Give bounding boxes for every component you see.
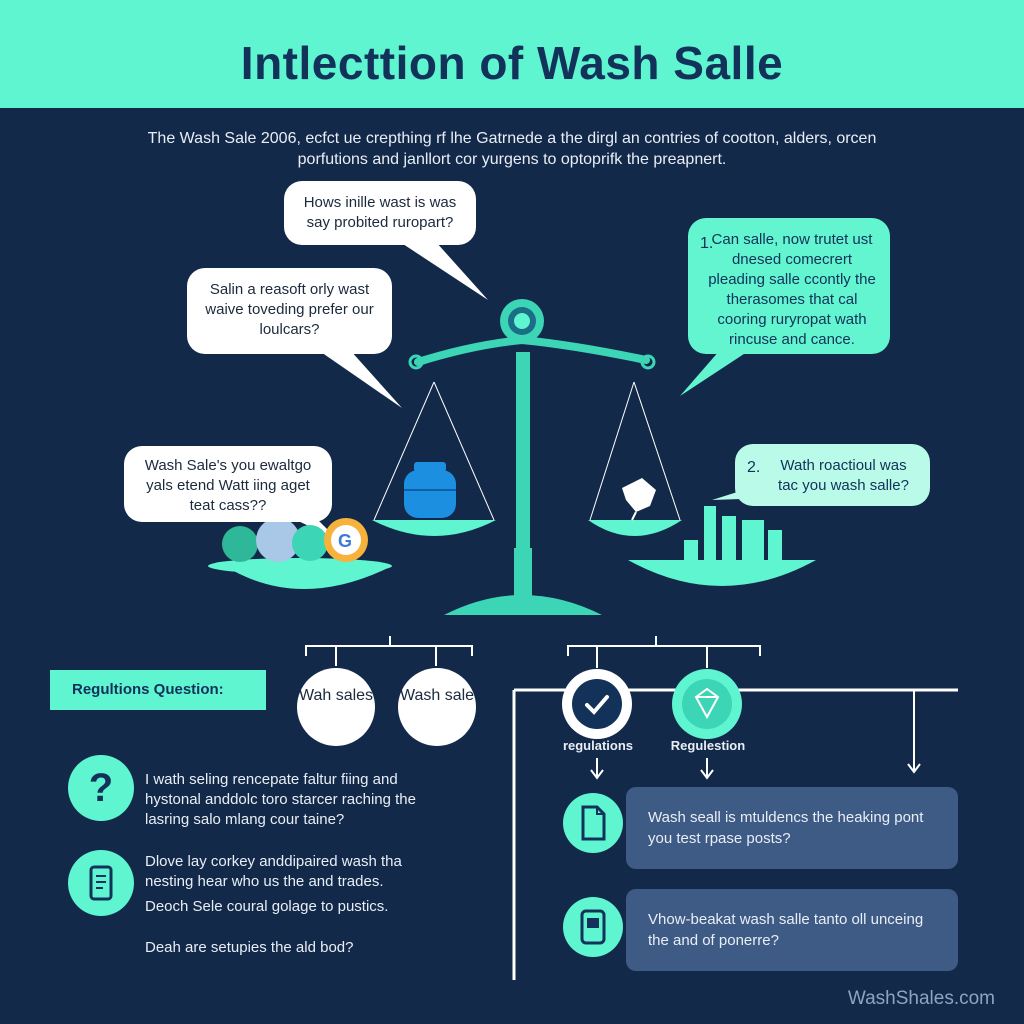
page-title: Intlecttion of Wash Salle (240, 37, 784, 89)
speech-bubble-5: 2. Wath roactioul was tac you wash salle… (735, 444, 930, 506)
speech-bubble-4: 1. Can salle, now trutet ust dnesed come… (688, 218, 890, 354)
bubble-tail-1 (400, 242, 488, 300)
device-icon (563, 897, 623, 957)
building-icon (704, 506, 716, 560)
bird-icon (622, 478, 656, 512)
coin-icon (222, 526, 258, 562)
question-2: Dlove lay corkey anddipaired wash tha ne… (145, 853, 402, 890)
left-ground-plate-bowl (225, 566, 392, 589)
speech-bubble-5-text: Wath roactioul was tac you wash salle? (778, 457, 909, 494)
wash-sale-circle: Wash sale (398, 668, 476, 746)
building-icon (742, 520, 764, 560)
regulation-card-2: Vhow-beakat wash salle tanto oll unceing… (626, 889, 958, 971)
wash-sales-circle: Wah sales (297, 668, 375, 746)
header-banner: Intlecttion of Wash Salle (0, 0, 1024, 108)
regulation-card-1: Wash seall is mtuldencs the heaking pont… (626, 787, 958, 869)
file-icon (563, 793, 623, 853)
building-icon (768, 530, 782, 560)
question-4: Deah are setupies the ald bod? (145, 939, 354, 956)
document-icon (68, 850, 134, 916)
question-1: I wath seling rencepate faltur fiing and… (145, 771, 416, 828)
scale-neck (514, 548, 532, 596)
bubble-number-1: 1. (700, 235, 714, 252)
speech-bubble-3: Wash Sale's you ewaltgo yals etend Watt … (124, 446, 332, 522)
scale-beam (414, 335, 650, 366)
gem-icon (672, 669, 742, 739)
regulation-label: Regulestion (670, 738, 746, 753)
building-icon (722, 516, 736, 560)
speech-bubble-2: Salin a reasoft orly wast waive toveding… (187, 268, 392, 354)
globe-coin-icon (256, 518, 300, 562)
left-scale-pan (372, 520, 496, 536)
scale-base (444, 595, 602, 615)
right-ground-plate (628, 560, 816, 586)
question-3: Deoch Sele coural golage to pustics. (145, 898, 389, 915)
bubble-number-2: 2. (747, 459, 761, 476)
regulations-label: regulations (562, 738, 634, 753)
speech-bubble-4-text: Can salle, now trutet ust dnesed comecre… (708, 231, 876, 348)
footer-site[interactable]: WashShales.com (847, 988, 995, 1009)
scale-pillar (516, 352, 530, 552)
questions-tag: Regultions Question: (50, 670, 266, 710)
jar-icon (404, 470, 456, 518)
check-icon (562, 669, 632, 739)
bubble-tail-2 (318, 350, 402, 408)
building-icon (684, 540, 698, 560)
svg-text:G: G (338, 531, 352, 551)
bubble-tail-4 (680, 350, 750, 396)
speech-bubble-1: Hows inille wast is was say probited rur… (284, 181, 476, 245)
right-scale-pan (588, 520, 682, 536)
coin-icon (292, 525, 328, 561)
intro-paragraph: The Wash Sale 2006, ecfct ue crepthing r… (147, 130, 877, 168)
help-icon: ? (68, 755, 134, 821)
